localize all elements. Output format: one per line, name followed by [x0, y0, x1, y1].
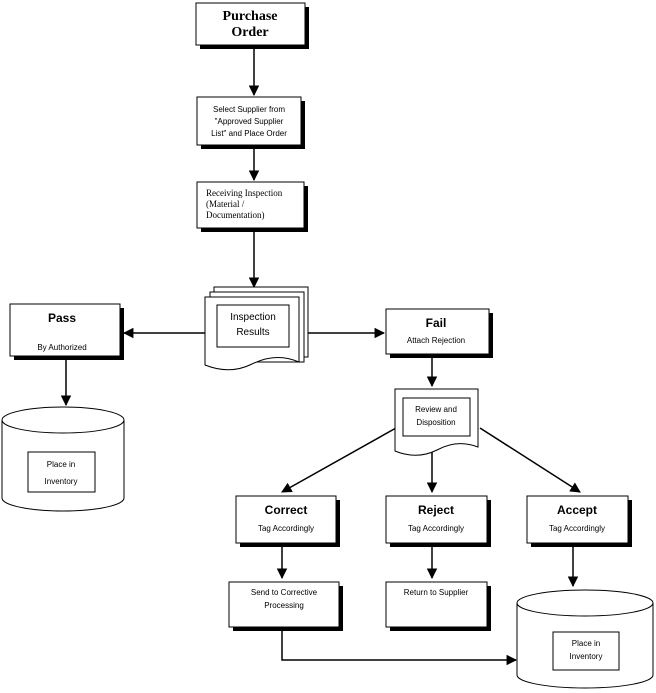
pass-subtitle: By Authorized: [37, 343, 86, 352]
review-line2: Disposition: [416, 418, 455, 427]
node-fail: Fail Attach Rejection: [385, 308, 493, 358]
fail-title: Fail: [426, 316, 447, 330]
node-correct: Correct Tag Accordingly: [235, 495, 340, 547]
return-supplier-line1: Return to Supplier: [404, 588, 469, 597]
receiving-inspection-line1: Receiving Inspection: [206, 188, 283, 198]
inventory-left-line2: Inventory: [45, 477, 78, 486]
edge-review-to-accept: [479, 427, 581, 493]
purchase-order-line1: Purchase: [223, 9, 278, 24]
node-review-disposition: Review and Disposition: [394, 388, 479, 456]
node-return-supplier: Return to Supplier: [385, 581, 491, 631]
inventory-left-line1: Place in: [47, 460, 75, 469]
inventory-right-line2: Inventory: [570, 652, 603, 661]
select-supplier-line3: List" and Place Order: [211, 129, 287, 138]
node-reject: Reject Tag Accordingly: [385, 495, 491, 547]
node-send-corrective: Send to Corrective Processing: [228, 581, 343, 631]
inspection-results-line1: Inspection: [230, 312, 276, 323]
node-accept: Accept Tag Accordingly: [526, 495, 632, 547]
edge-review-to-correct: [281, 427, 397, 493]
node-purchase-order: Purchase Order: [195, 2, 309, 49]
inspection-results-line2: Results: [236, 327, 269, 338]
correct-title: Correct: [265, 503, 308, 517]
edge-send-to-inventory: [281, 628, 518, 666]
review-line1: Review and: [415, 405, 457, 414]
node-inspection-results: Inspection Results: [204, 286, 309, 371]
accept-subtitle: Tag Accordingly: [549, 524, 605, 533]
purchase-order-line2: Order: [231, 25, 268, 40]
fail-subtitle: Attach Rejection: [407, 336, 465, 345]
select-supplier-line2: "Approved Supplier: [215, 117, 284, 126]
node-place-in-inventory-right: Place in Inventory: [516, 589, 654, 689]
select-supplier-line1: Select Supplier from: [213, 105, 285, 114]
edges: [60, 48, 581, 666]
node-receiving-inspection: Receiving Inspection (Material / Documen…: [196, 181, 308, 232]
node-select-supplier: Select Supplier from "Approved Supplier …: [196, 96, 305, 149]
receiving-inspection-line3: Documentation): [206, 210, 264, 220]
accept-title: Accept: [557, 503, 597, 517]
reject-subtitle: Tag Accordingly: [408, 524, 464, 533]
node-place-in-inventory-left: Place in Inventory: [1, 406, 125, 512]
receiving-inspection-line2: (Material /: [206, 199, 245, 209]
node-pass: Pass By Authorized: [9, 303, 124, 360]
pass-title: Pass: [48, 311, 76, 325]
send-corrective-line1: Send to Corrective: [251, 588, 318, 597]
send-corrective-line2: Processing: [264, 601, 304, 610]
reject-title: Reject: [418, 503, 454, 517]
inventory-right-line1: Place in: [572, 639, 600, 648]
correct-subtitle: Tag Accordingly: [258, 524, 314, 533]
